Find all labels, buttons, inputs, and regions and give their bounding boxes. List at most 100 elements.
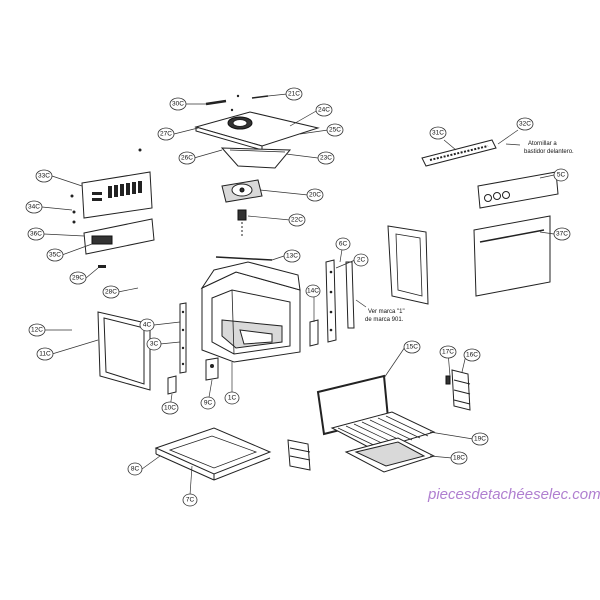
callout-37c-label: 37C bbox=[556, 231, 568, 238]
oven-door-37c bbox=[473, 215, 551, 297]
note-atornillar-line1: Atornillar a bbox=[528, 141, 557, 147]
callout-31c-label: 31C bbox=[432, 130, 444, 137]
bottom-plate-7c bbox=[154, 427, 272, 481]
callout-33c-label: 33C bbox=[38, 173, 50, 180]
callout-27c: 27C bbox=[157, 127, 175, 141]
callout-10c: 10C bbox=[161, 401, 179, 415]
cover-36c bbox=[83, 218, 155, 255]
callout-26c: 26C bbox=[178, 151, 196, 165]
watermark: piecesdetachéeselec.com bbox=[427, 486, 600, 503]
bracket-21c bbox=[251, 95, 269, 99]
callout-23c: 23C bbox=[317, 151, 335, 165]
callout-21c: 21C bbox=[285, 87, 303, 101]
rail-6c bbox=[345, 261, 355, 329]
callout-29c-label: 29C bbox=[72, 275, 84, 282]
control-strip-31c bbox=[421, 139, 497, 167]
callout-34c: 34C bbox=[25, 200, 43, 214]
callout-1c: 1C bbox=[224, 391, 240, 405]
callout-32c-label: 32C bbox=[519, 121, 531, 128]
note-ver-line2: de marca 901. bbox=[365, 317, 404, 323]
callout-3c-label: 3C bbox=[150, 341, 159, 348]
callout-23c-label: 23C bbox=[320, 155, 332, 162]
callout-14c: 14C bbox=[305, 284, 321, 298]
callout-9c: 9C bbox=[200, 396, 216, 410]
callout-30c: 30C bbox=[169, 97, 187, 111]
callout-25c-label: 25C bbox=[329, 127, 341, 134]
callout-10c-label: 10C bbox=[164, 405, 176, 412]
callout-16c: 16C bbox=[463, 348, 481, 362]
callout-33c: 33C bbox=[35, 169, 53, 183]
callout-4c: 4C bbox=[139, 318, 155, 332]
heat-shield-23c bbox=[220, 147, 292, 169]
door-inner-frame bbox=[387, 225, 429, 305]
cavity-top-strip-13c bbox=[215, 256, 273, 261]
side-frame-11c bbox=[97, 311, 151, 391]
callout-22c-label: 22C bbox=[291, 217, 303, 224]
callout-19c-label: 19C bbox=[474, 436, 486, 443]
callout-27c-label: 27C bbox=[160, 131, 172, 138]
callout-28c-label: 28C bbox=[105, 289, 117, 296]
callout-30c-label: 30C bbox=[172, 101, 184, 108]
hinge-9c bbox=[205, 357, 219, 381]
callout-24c-label: 24C bbox=[318, 107, 330, 114]
note-ver-line1: Ver marca "1" bbox=[368, 309, 405, 315]
note-atornillar-line2: bastidor delantero. bbox=[524, 149, 574, 155]
connector-22c bbox=[237, 209, 247, 236]
bracket-14c bbox=[309, 319, 319, 347]
oven-cavity-1c bbox=[200, 261, 301, 363]
callout-24c: 24C bbox=[315, 103, 333, 117]
callout-36c: 36C bbox=[27, 227, 45, 241]
rack-hanger-16c-17c bbox=[445, 369, 471, 411]
rack-hanger-left bbox=[287, 439, 311, 471]
callout-20c: 20C bbox=[306, 188, 324, 202]
callout-25c: 25C bbox=[326, 123, 344, 137]
callout-18c-label: 18C bbox=[453, 455, 465, 462]
callout-2c-label: 2C bbox=[357, 257, 366, 264]
rail-4c-3c bbox=[179, 302, 187, 374]
callout-20c-label: 20C bbox=[309, 192, 321, 199]
callout-36c-label: 36C bbox=[30, 231, 42, 238]
bracket-10c bbox=[167, 375, 177, 395]
callout-9c-label: 9C bbox=[204, 400, 213, 407]
fan-motor-20c bbox=[221, 179, 263, 203]
callout-4c-label: 4C bbox=[143, 322, 152, 329]
callout-17c: 17C bbox=[439, 345, 457, 359]
callout-13c: 13C bbox=[283, 249, 301, 263]
callout-3c: 3C bbox=[146, 337, 162, 351]
callout-17c-label: 17C bbox=[442, 349, 454, 356]
callout-6c-label: 6C bbox=[339, 241, 348, 248]
drip-tray-18c bbox=[344, 437, 436, 473]
callout-28c: 28C bbox=[102, 285, 120, 299]
callout-22c: 22C bbox=[288, 213, 306, 227]
callout-34c-label: 34C bbox=[28, 204, 40, 211]
side-panel-33c bbox=[81, 171, 153, 219]
screw-30c bbox=[205, 99, 227, 106]
callout-32c: 32C bbox=[516, 117, 534, 131]
callout-7c: 7C bbox=[182, 493, 198, 507]
callout-2c: 2C bbox=[353, 253, 369, 267]
callout-12c: 12C bbox=[28, 323, 46, 337]
callout-15c-label: 15C bbox=[406, 344, 418, 351]
callout-8c: 8C bbox=[127, 462, 143, 476]
callout-16c-label: 16C bbox=[466, 352, 478, 359]
callout-35c-label: 35C bbox=[49, 252, 61, 259]
callout-11c: 11C bbox=[36, 347, 54, 361]
callout-14c-label: 14C bbox=[307, 288, 319, 295]
callout-5c-label: 5C bbox=[557, 172, 566, 179]
callout-35c: 35C bbox=[46, 248, 64, 262]
callout-37c: 37C bbox=[553, 227, 571, 241]
callout-19c: 19C bbox=[471, 432, 489, 446]
callout-29c: 29C bbox=[69, 271, 87, 285]
callout-26c-label: 26C bbox=[181, 155, 193, 162]
control-panel-5c bbox=[477, 171, 559, 209]
callout-7c-label: 7C bbox=[186, 497, 195, 504]
callout-12c-label: 12C bbox=[31, 327, 43, 334]
callout-6c: 6C bbox=[335, 237, 351, 251]
callout-8c-label: 8C bbox=[131, 466, 140, 473]
top-plate bbox=[194, 111, 320, 151]
callout-15c: 15C bbox=[403, 340, 421, 354]
small-screws bbox=[70, 94, 240, 268]
callout-11c-label: 11C bbox=[39, 351, 51, 358]
